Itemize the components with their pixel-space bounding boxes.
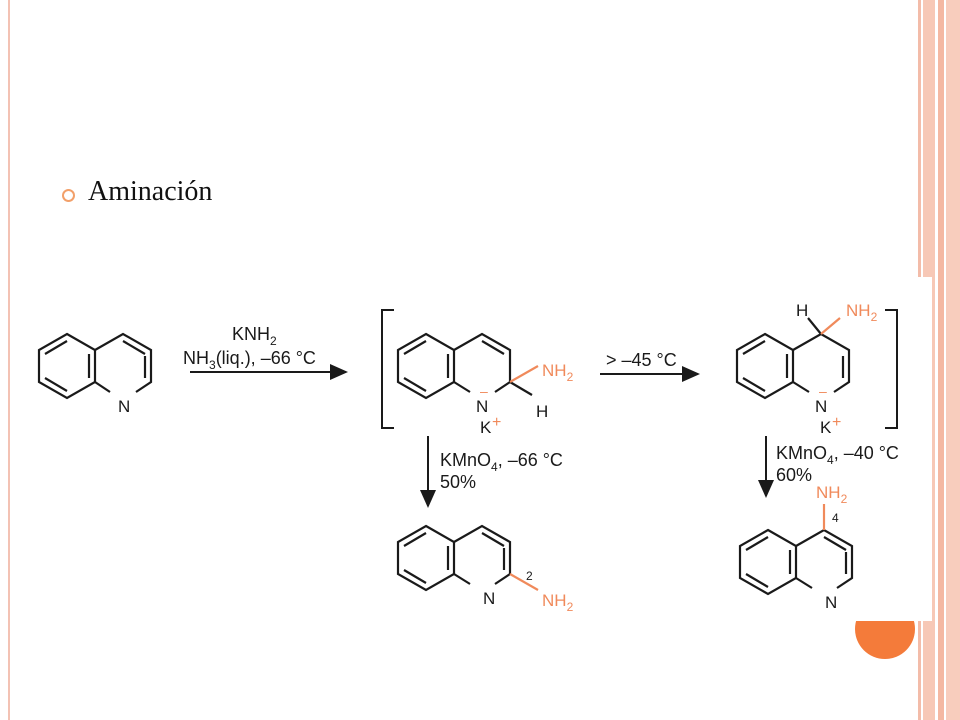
intermediate-4-adduct xyxy=(735,317,851,400)
right-decor-band-light xyxy=(946,0,960,720)
slide-bullet-text: Aminación xyxy=(88,176,213,207)
quinoline-start xyxy=(37,332,153,400)
intermediate-2-adduct xyxy=(396,332,533,400)
step2-conditions: > –45 °C xyxy=(606,350,677,370)
h-label-intermediate-4: H xyxy=(796,301,808,320)
minus-charge-intermediate-2: – xyxy=(480,383,488,399)
right-decor-band-dark xyxy=(938,0,944,720)
nh2-label-product-1: NH2 xyxy=(542,591,574,614)
scheme-image-background xyxy=(370,277,932,621)
bullet-icon xyxy=(62,189,75,202)
step1-reagent: KNH2 xyxy=(232,324,277,348)
c2-nh2-bond-product xyxy=(509,573,539,591)
product-2-aminoquinoline xyxy=(396,524,512,592)
h-label-intermediate-2: H xyxy=(536,402,548,421)
oxidation-right-yield: 60% xyxy=(776,465,812,485)
right-decor-gap xyxy=(935,0,938,720)
minus-charge-intermediate-4: – xyxy=(819,383,827,399)
n-minus-label-intermediate-2: N xyxy=(476,397,488,416)
n-atom-label: N xyxy=(118,397,130,416)
n-label-product-2: N xyxy=(825,593,837,612)
k-label-intermediate-4: K xyxy=(820,418,832,437)
n-label-product-1: N xyxy=(483,589,495,608)
c2-nh2-bond xyxy=(509,365,539,383)
bracket-close xyxy=(885,309,898,429)
plus-charge-intermediate-4: + xyxy=(832,414,841,431)
oxidation-left-yield: 50% xyxy=(440,472,476,492)
oxidation-left-conditions: KMnO4, –66 °C xyxy=(440,450,563,474)
nh2-label-product-2: NH2 xyxy=(816,483,848,506)
k-label-intermediate-2: K xyxy=(480,418,492,437)
right-decor-gap-2 xyxy=(944,0,946,720)
left-frame-line xyxy=(8,0,10,720)
product-4-aminoquinoline xyxy=(738,528,854,596)
bracket-open xyxy=(381,309,394,429)
locant-4: 4 xyxy=(832,511,839,525)
nh2-label-intermediate-4: NH2 xyxy=(846,301,878,324)
plus-charge-intermediate-2: + xyxy=(492,414,501,431)
n-minus-label-intermediate-4: N xyxy=(815,397,827,416)
step1-conditions: NH3(liq.), –66 °C xyxy=(183,348,316,372)
nh2-label-intermediate-2: NH2 xyxy=(542,361,574,384)
c4-nh2-bond xyxy=(820,317,841,335)
oxidation-right-conditions: KMnO4, –40 °C xyxy=(776,443,899,467)
locant-2: 2 xyxy=(526,569,533,583)
reaction-scheme: N KNH2 NH3(liq.), –66 °C NH2 H N – K + >… xyxy=(37,301,899,614)
